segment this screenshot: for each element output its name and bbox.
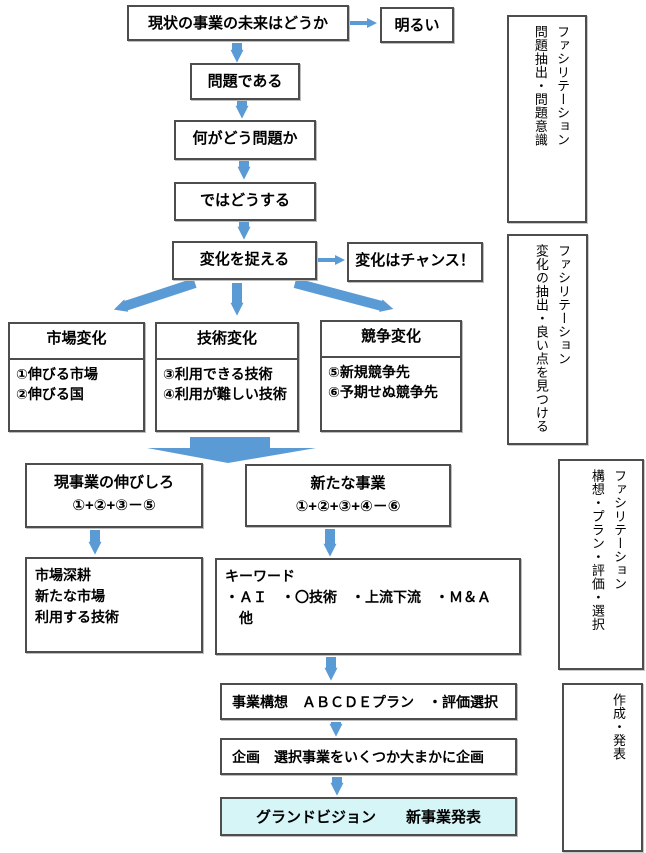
node-planning: 企画 選択事業をいくつか大まかに企画 bbox=[220, 738, 517, 775]
market-change-title: 市場変化 bbox=[10, 324, 143, 360]
node-then-what: ではどうする bbox=[174, 182, 316, 221]
competition-change-body: ⑤新規競争先 ⑥予期せぬ競争先 bbox=[328, 364, 438, 401]
arrow-capture-to-competition bbox=[293, 278, 394, 312]
current-growth-title: 現事業の伸びしろ bbox=[53, 474, 174, 491]
market-change-body: ①伸びる市場 ②伸びる国 bbox=[16, 366, 98, 403]
new-business-formula: ①+②+③+④－⑥ bbox=[295, 498, 401, 516]
node-concept: 事業構想 ＡＢＣＤＥプラン ・評価選択 bbox=[220, 683, 517, 720]
arrow-capture-to-market bbox=[113, 278, 197, 312]
sidebar-facilitation-problem: ファシリテーション 問題抽出・問題意識 bbox=[507, 15, 587, 223]
node-future: 現状の事業の未来はどうか bbox=[127, 5, 349, 41]
node-current-growth: 現事業の伸びしろ ①+②+③－⑤ bbox=[25, 463, 203, 528]
node-grand-vision: グランドビジョン 新事業発表 bbox=[220, 797, 517, 836]
tech-change-title: 技術変化 bbox=[157, 324, 297, 360]
node-market-change: 市場変化 ①伸びる市場 ②伸びる国 bbox=[8, 322, 145, 432]
node-competition-change: 競争変化 ⑤新規競争先 ⑥予期せぬ競争先 bbox=[320, 320, 462, 432]
node-tech-change: 技術変化 ③利用できる技術 ④利用が難しい技術 bbox=[155, 322, 299, 432]
new-business-title: 新たな事業 bbox=[310, 475, 386, 492]
node-what-problem: 何がどう問題か bbox=[174, 120, 316, 160]
sidebar-facilitation-plan: ファシリテーション 構想・プラン・評価・選択 bbox=[558, 459, 644, 670]
sidebar-facilitation-change: ファシリテーション 変化の抽出・良い点を見つける bbox=[507, 234, 588, 445]
big-down-arrow bbox=[147, 437, 316, 463]
competition-change-title: 競争変化 bbox=[322, 322, 460, 358]
node-market-dev: 市場深耕 新たな市場 利用する技術 bbox=[25, 557, 203, 653]
node-keywords: キーワード ・ＡＩ ・〇技術 ・上流下流 ・Ｍ＆Ａ 他 bbox=[215, 558, 521, 655]
node-capture-change: 変化を捉える bbox=[172, 241, 317, 280]
tech-change-body: ③利用できる技術 ④利用が難しい技術 bbox=[163, 366, 287, 403]
sidebar-create-present: 作成・発表 bbox=[562, 683, 643, 852]
node-chance: 変化はチャンス！ bbox=[347, 242, 483, 282]
node-bright: 明るい bbox=[380, 7, 454, 43]
node-new-business: 新たな事業 ①+②+③+④－⑥ bbox=[245, 464, 451, 527]
current-growth-formula: ①+②+③－⑤ bbox=[72, 497, 156, 515]
node-problem: 問題である bbox=[190, 63, 300, 100]
